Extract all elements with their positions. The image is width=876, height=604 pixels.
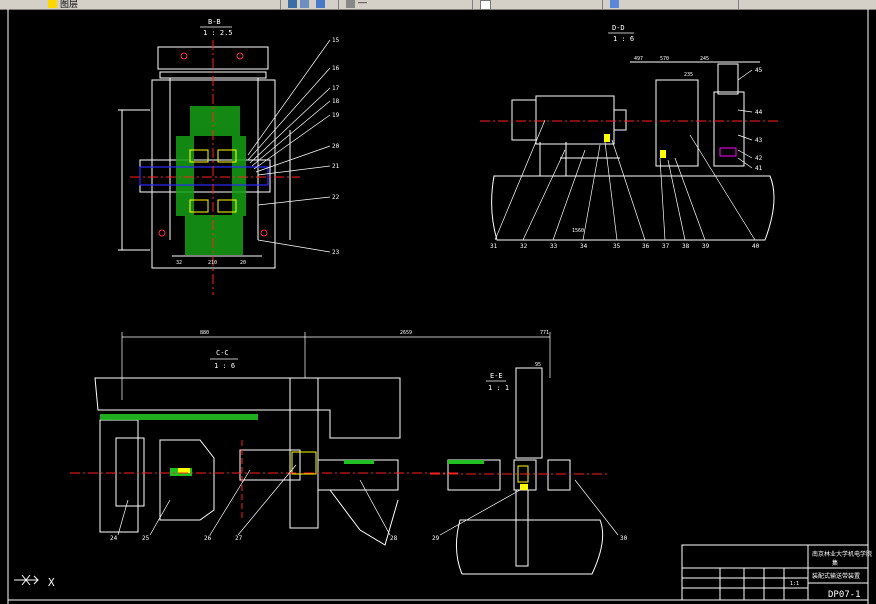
dd-dim-b: 570 — [660, 56, 669, 62]
toolbar-separator — [338, 0, 339, 9]
title-school: 南京林业大学机电学院 — [812, 550, 872, 558]
view-b-b-title: B-B — [208, 18, 221, 26]
view-e-e-title: E-E — [490, 372, 503, 380]
layer-icon[interactable] — [48, 0, 57, 8]
toolbar-separator — [738, 0, 739, 9]
svg-text:26: 26 — [204, 535, 212, 542]
svg-text:25: 25 — [142, 535, 150, 542]
svg-text:22: 22 — [332, 194, 340, 201]
dd-balloons-top: 45 44 43 42 41 — [755, 67, 763, 172]
cad-toolbar-strip: 图层 — — [0, 0, 876, 10]
cc-dim-mid: 2659 — [400, 330, 412, 336]
dd-balloons-bottom: 31 32 33 34 35 36 37 38 39 40 — [490, 243, 760, 250]
title-block: 南京林业大学机电学院 集 装配式输送带装置 DP07-1 1:1 — [681, 544, 872, 601]
view-c-c-scale: 1 : 6 — [214, 362, 235, 370]
bb-dim-b: 210 — [208, 260, 217, 266]
ee-balloon-30: 30 — [620, 535, 628, 542]
cc-dim-left: 880 — [200, 330, 209, 336]
svg-text:32: 32 — [520, 243, 528, 250]
ucs-icon — [14, 574, 39, 586]
svg-text:36: 36 — [642, 243, 650, 250]
title-scale: 1:1 — [790, 581, 799, 587]
svg-text:23: 23 — [332, 249, 340, 256]
properties-icon[interactable] — [316, 0, 325, 8]
svg-text:37: 37 — [662, 243, 670, 250]
drawing-frame — [7, 9, 869, 604]
view-d-d[interactable]: D-D 1 : 6 497 570 235 245 1560 — [480, 24, 780, 250]
drawing-canvas[interactable]: B-B 1 : 2.5 — [0, 9, 876, 604]
svg-text:27: 27 — [235, 535, 243, 542]
bb-balloons: 15 16 17 18 19 20 21 22 23 — [332, 37, 340, 256]
svg-text:39: 39 — [702, 243, 710, 250]
plot-style-icon[interactable] — [610, 0, 619, 8]
cc-dim-right: 771 — [540, 330, 549, 336]
title-subtitle: 集 — [832, 559, 838, 567]
view-c-c[interactable]: 880 2659 771 C-C 1 : 6 — [70, 330, 551, 546]
view-e-e[interactable]: E-E 1 : 1 95 29 30 — [430, 362, 628, 575]
view-b-b-scale: 1 : 2.5 — [203, 29, 233, 37]
redo-icon[interactable] — [300, 0, 309, 8]
toolbar-separator — [602, 0, 603, 9]
view-d-d-scale: 1 : 6 — [613, 35, 634, 43]
bb-dim-c: 20 — [240, 260, 246, 266]
linetype-field[interactable]: — — [358, 0, 367, 7]
cc-balloons: 24 25 26 27 28 — [110, 535, 398, 542]
svg-text:20: 20 — [332, 143, 340, 150]
svg-text:28: 28 — [390, 535, 398, 542]
view-e-e-scale: 1 : 1 — [488, 384, 509, 392]
dd-dim-f: 1560 — [572, 228, 584, 234]
svg-text:43: 43 — [755, 137, 763, 144]
color-icon[interactable] — [480, 0, 491, 10]
ucs-x-label: X — [48, 576, 55, 589]
view-c-c-title: C-C — [216, 349, 229, 357]
svg-text:24: 24 — [110, 535, 118, 542]
svg-text:31: 31 — [490, 243, 498, 250]
svg-text:42: 42 — [755, 155, 763, 162]
svg-text:33: 33 — [550, 243, 558, 250]
view-d-d-title: D-D — [612, 24, 625, 32]
dd-dim-c: 235 — [684, 72, 693, 78]
svg-text:19: 19 — [332, 112, 340, 119]
svg-text:41: 41 — [755, 165, 763, 172]
svg-text:35: 35 — [613, 243, 621, 250]
toolbar-separator — [472, 0, 473, 9]
ee-dim-vertical: 95 — [535, 362, 541, 368]
bb-dim-a: 32 — [176, 260, 182, 266]
svg-text:45: 45 — [755, 67, 763, 74]
svg-text:15: 15 — [332, 37, 340, 44]
svg-text:21: 21 — [332, 163, 340, 170]
title-drawing-number: DP07-1 — [828, 590, 861, 600]
svg-text:34: 34 — [580, 243, 588, 250]
svg-text:16: 16 — [332, 65, 340, 72]
bb-hatch-housing — [176, 106, 246, 255]
layer-name-field[interactable]: 图层 — [60, 0, 79, 9]
view-b-b[interactable]: B-B 1 : 2.5 — [118, 18, 340, 295]
svg-text:18: 18 — [332, 98, 340, 105]
ee-balloon-29: 29 — [432, 535, 440, 542]
linetype-icon[interactable] — [346, 0, 355, 8]
toolbar-separator — [280, 0, 281, 9]
svg-text:44: 44 — [755, 109, 763, 116]
svg-text:38: 38 — [682, 243, 690, 250]
svg-text:17: 17 — [332, 85, 340, 92]
dd-dim-e: 245 — [700, 56, 709, 62]
undo-icon[interactable] — [288, 0, 297, 8]
dd-dim-a: 497 — [634, 56, 643, 62]
svg-text:40: 40 — [752, 243, 760, 250]
title-drawing-name: 装配式输送带装置 — [812, 572, 860, 580]
